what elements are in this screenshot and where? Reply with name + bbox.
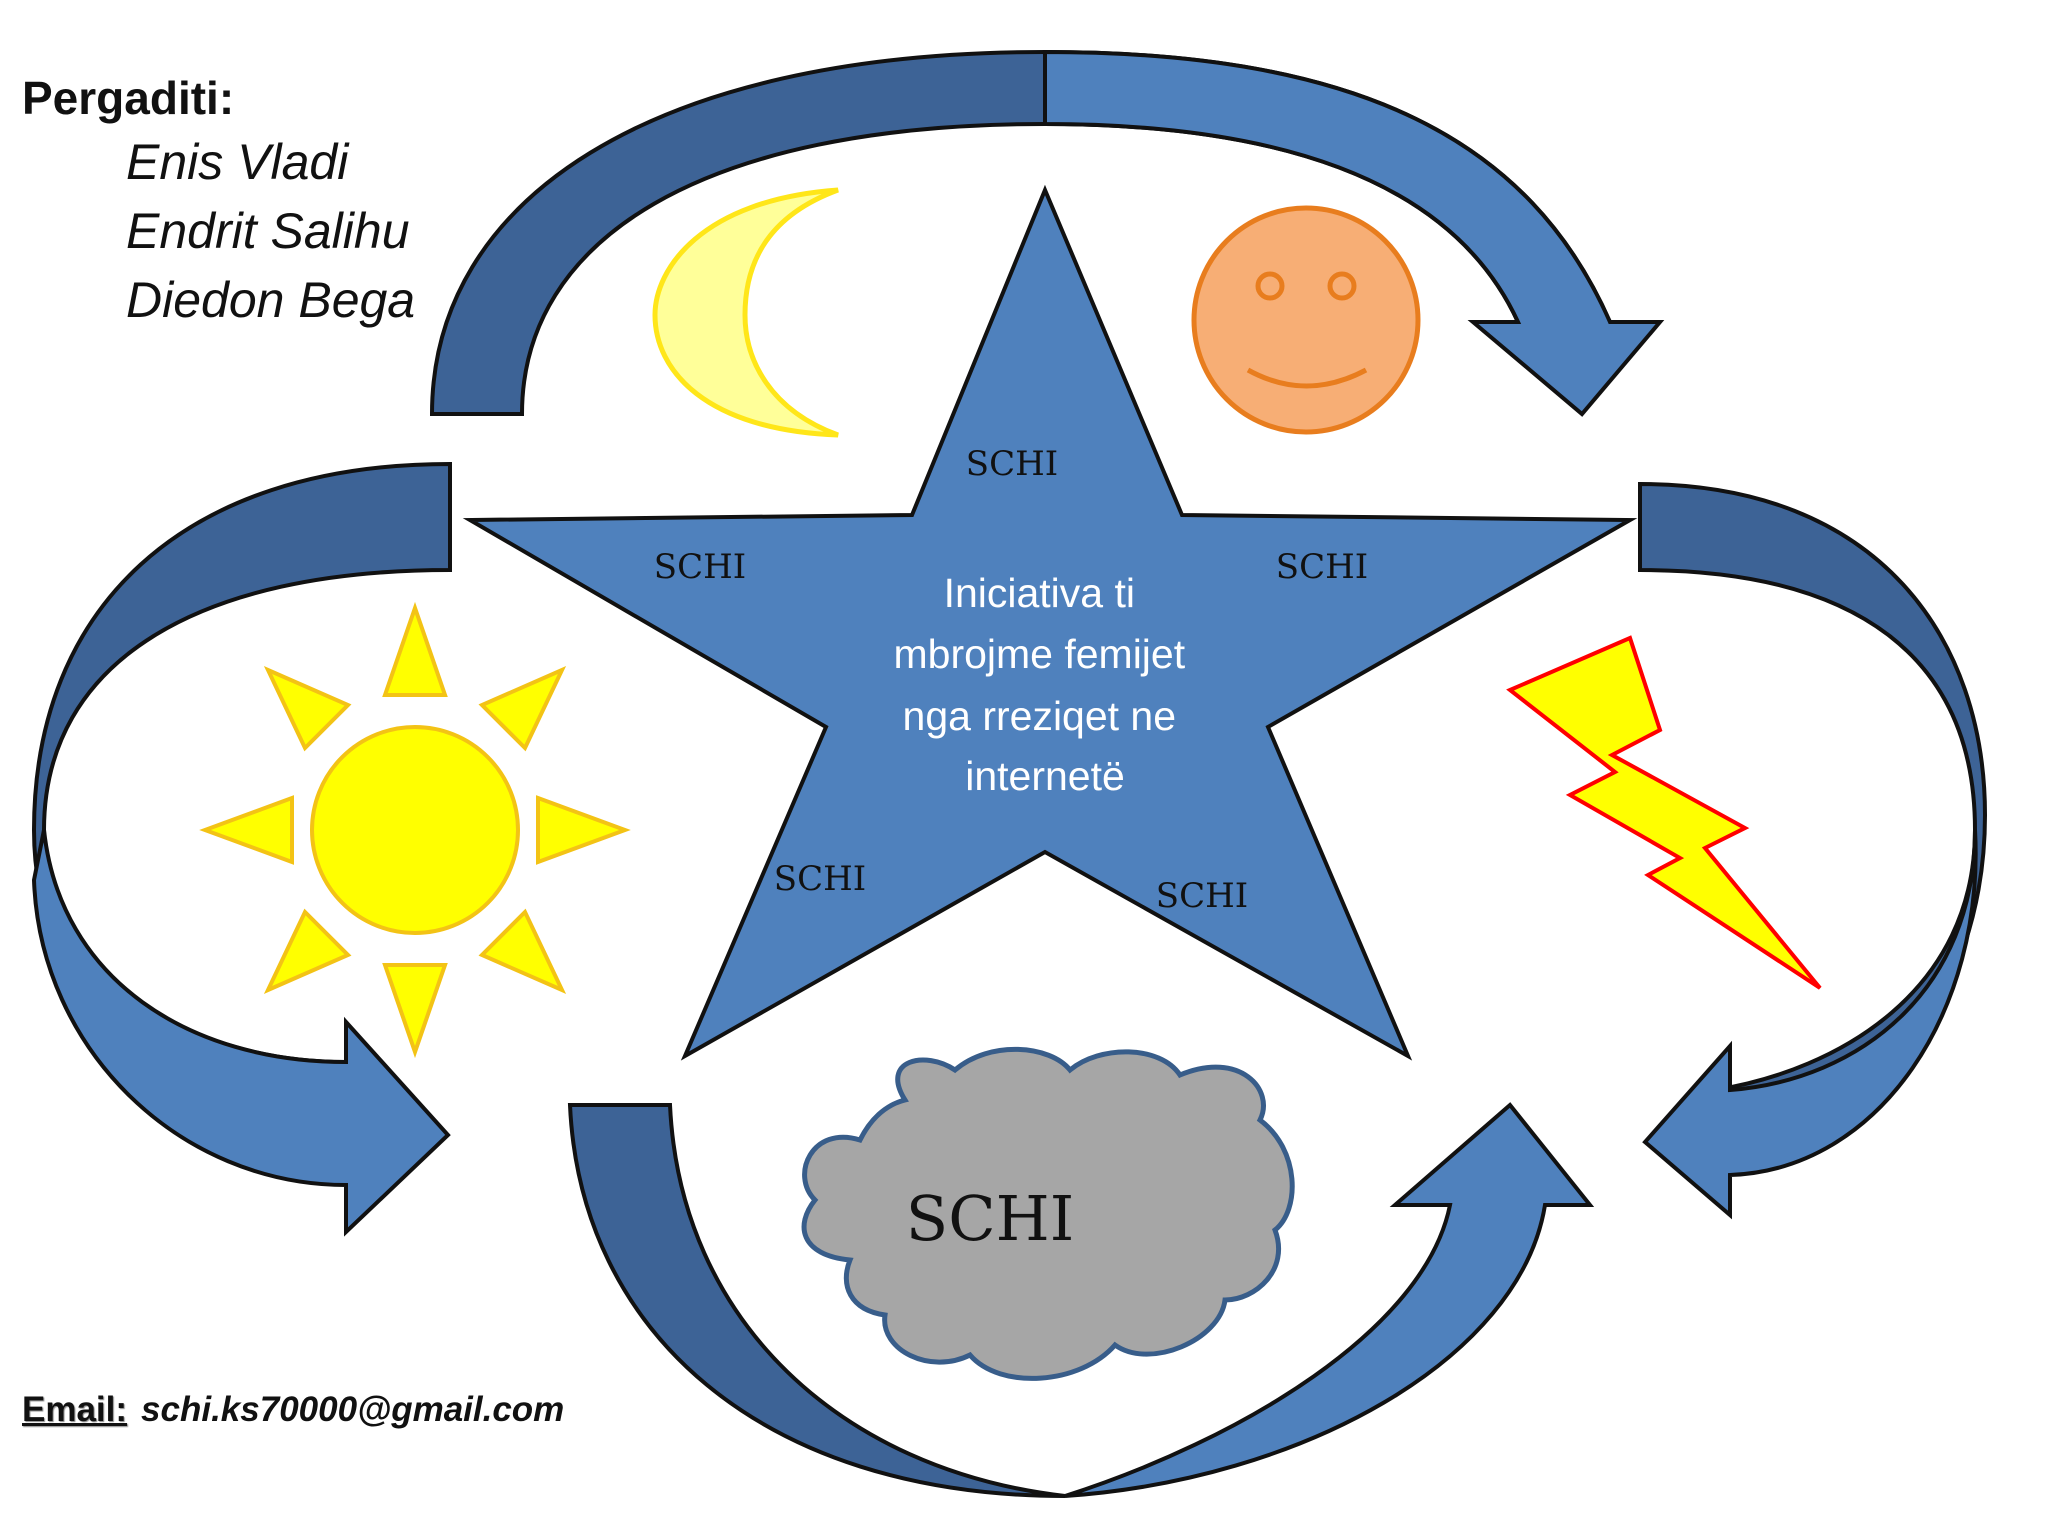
star-point-label-bottom-right: SCHI — [1156, 876, 1248, 916]
star-text-line: Iniciativa ti — [944, 570, 1135, 616]
cloud-icon: SCHI — [801, 1046, 1295, 1381]
star-point-label-top: SCHI — [966, 444, 1058, 484]
credits-heading: Pergaditi: — [22, 72, 235, 124]
credits-block: Pergaditi: Enis Vladi Endrit Salihu Died… — [22, 68, 415, 335]
credits-member: Endrit Salihu — [126, 203, 410, 259]
credits-member: Enis Vladi — [126, 134, 349, 190]
email-label: Email: — [22, 1390, 128, 1429]
bottom-cycle-arrow — [567, 1102, 1595, 1498]
star-point-label-bottom-left: SCHI — [774, 859, 866, 899]
cloud-label: SCHI — [906, 1182, 1074, 1255]
email-address[interactable]: schi.ks70000@gmail.com — [141, 1390, 565, 1429]
star-point-label-left: SCHI — [654, 547, 746, 587]
left-cycle-arrow — [31, 461, 452, 1237]
central-star — [462, 184, 1638, 1061]
sun-icon — [199, 601, 631, 1059]
top-cycle-arrow — [429, 49, 1665, 417]
star-center-text: Iniciativa ti mbrojme femijet nga rreziq… — [893, 570, 1196, 799]
star-point-label-right: SCHI — [1276, 547, 1368, 587]
lightning-bolt-icon — [1506, 635, 1822, 990]
moon-icon — [652, 187, 839, 438]
email-footer: Email: schi.ks70000@gmail.com — [22, 1390, 564, 1430]
star-text-line: mbrojme femijet — [893, 631, 1185, 677]
star-text-line: nga rreziqet ne — [903, 693, 1177, 739]
smiley-face-icon — [1191, 205, 1421, 435]
credits-member: Diedon Bega — [126, 272, 416, 328]
star-text-line: internetë — [965, 753, 1125, 799]
right-cycle-arrow — [1638, 481, 1988, 1220]
